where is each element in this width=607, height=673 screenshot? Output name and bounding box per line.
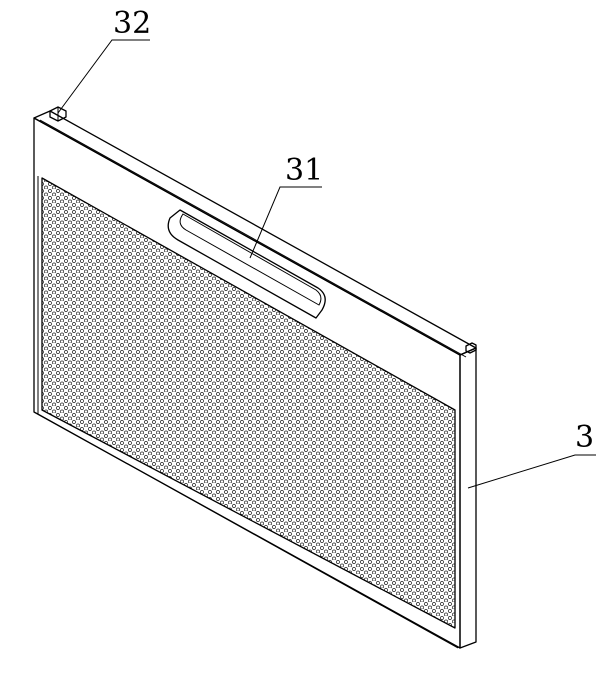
frame-top-inner-edge <box>39 119 467 358</box>
top-tab <box>49 106 67 122</box>
leader-line-32 <box>57 39 150 114</box>
label-31: 31 <box>285 153 323 188</box>
top-right-tab <box>465 342 477 354</box>
leader-line-3 <box>467 454 596 489</box>
label-32: 32 <box>113 6 151 41</box>
handle-slot <box>167 209 326 319</box>
mesh-inner-border <box>37 176 459 649</box>
perforated-mesh <box>42 178 455 628</box>
frame-right-side <box>459 347 477 649</box>
leader-line-31 <box>249 186 322 259</box>
mesh-border <box>41 177 456 629</box>
label-3: 3 <box>575 420 594 455</box>
